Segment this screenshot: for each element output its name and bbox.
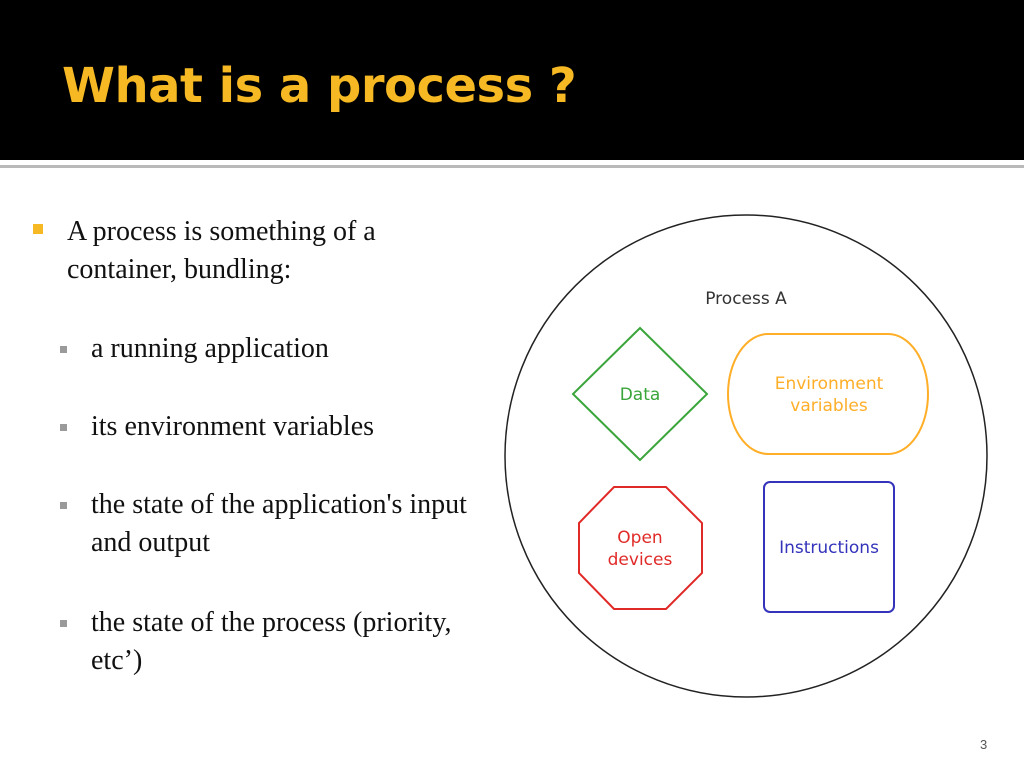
process-label: Process A xyxy=(705,289,787,309)
bullet-list: A process is something of a container, b… xyxy=(0,0,480,768)
environment-label-line1: Environment xyxy=(775,374,884,394)
environment-variables-shape xyxy=(727,333,929,455)
bullet-main: A process is something of a container, b… xyxy=(67,216,376,285)
title-divider xyxy=(0,165,1024,168)
sub-bullet-square-icon xyxy=(60,346,67,353)
sub-bullet-4: the state of the process (priority, etc’… xyxy=(91,607,452,676)
data-label: Data xyxy=(620,385,661,405)
sub-bullet-square-icon xyxy=(60,502,67,509)
data-diamond xyxy=(571,326,709,462)
environment-label-line2: variables xyxy=(790,396,868,416)
sub-bullet-square-icon xyxy=(60,620,67,627)
bullet-square-icon xyxy=(33,224,43,234)
sub-bullet-square-icon xyxy=(60,424,67,431)
open-devices-octagon xyxy=(578,486,703,610)
open-devices-label-line2: devices xyxy=(608,550,673,570)
title-bar: What is a process ? xyxy=(0,0,1024,160)
sub-bullet-3: the state of the application's input and… xyxy=(91,489,467,558)
slide-number: 3 xyxy=(980,737,988,752)
instructions-label: Instructions xyxy=(779,538,879,558)
instructions-box xyxy=(763,481,895,613)
process-circle xyxy=(504,214,988,698)
open-devices-label-line1: Open xyxy=(617,528,662,548)
sub-bullet-2: its environment variables xyxy=(91,411,375,442)
sub-bullet-1: a running application xyxy=(91,333,329,364)
slide-title: What is a process ? xyxy=(62,58,577,114)
